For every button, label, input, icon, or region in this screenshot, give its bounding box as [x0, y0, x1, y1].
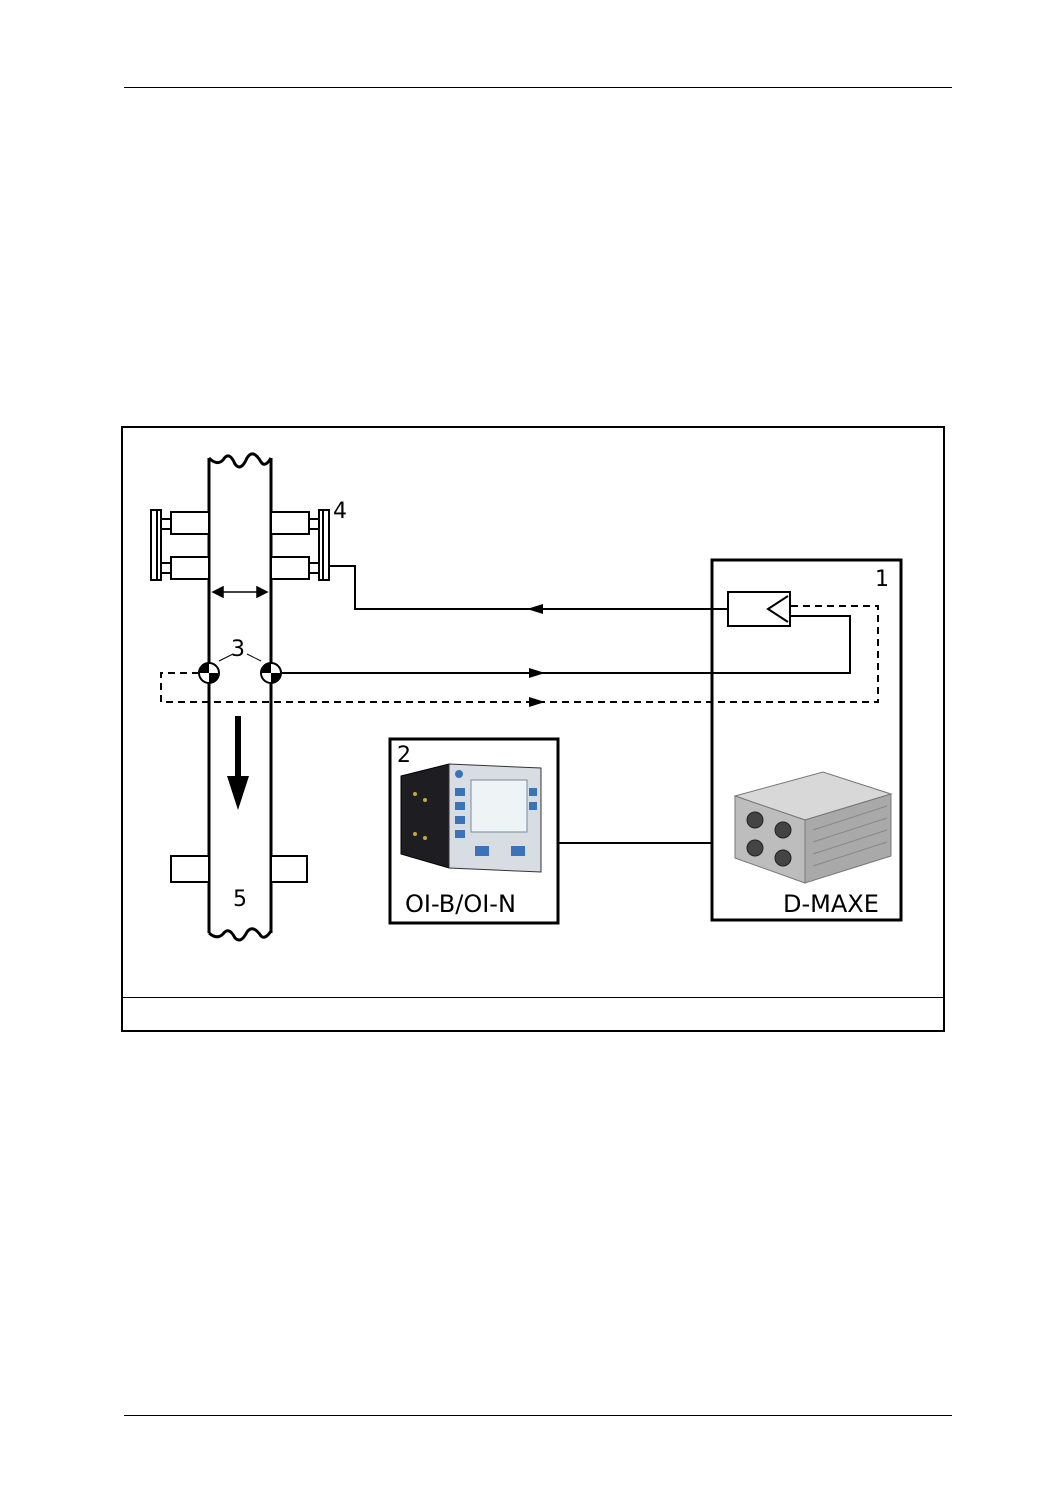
system-diagram: 4 3 [123, 428, 943, 998]
edge-sensor-right [261, 663, 281, 683]
sensors-number-label: 3 [231, 637, 245, 662]
actuator-right [271, 510, 329, 580]
width-dimension-arrow [213, 587, 267, 597]
actuator-control-line [329, 566, 728, 609]
d-maxe-device-picture [735, 772, 891, 883]
actuator-number-label: 4 [333, 499, 347, 524]
edge-sensor-left [199, 663, 219, 683]
controller-number-label: 1 [875, 567, 889, 592]
header-rule [124, 87, 952, 88]
material-number-label: 5 [233, 887, 247, 912]
web-strip [209, 454, 271, 940]
amplifier-icon [728, 592, 790, 626]
footer-rule [124, 1415, 952, 1416]
travel-direction-arrow [227, 716, 249, 810]
controller-name-label: D-MAXE [783, 890, 879, 918]
guide-roller [171, 856, 307, 882]
arrowhead [529, 697, 545, 707]
operator-interface-number-label: 2 [397, 743, 411, 768]
operator-interface-name-label: OI-B/OI-N [405, 890, 516, 918]
arrowhead [527, 604, 543, 614]
figure-frame: 4 3 [121, 426, 945, 1032]
figure-caption-strip [123, 997, 943, 1030]
actuator-left [151, 510, 209, 580]
operator-interface-device-picture [401, 764, 541, 872]
arrowhead [529, 668, 545, 678]
